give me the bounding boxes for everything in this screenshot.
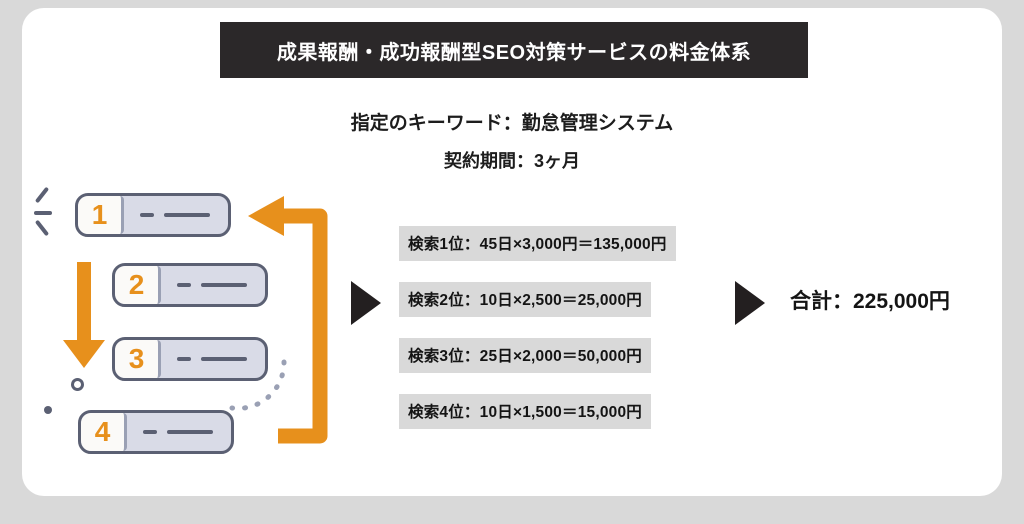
arrow-to-total-icon bbox=[735, 281, 765, 325]
dash-long-icon bbox=[201, 283, 247, 287]
bullet-circle-hollow-icon bbox=[71, 378, 84, 391]
down-arrow-icon bbox=[63, 262, 105, 368]
dash-short-icon bbox=[143, 430, 157, 434]
rank-bar-1: 1 bbox=[75, 193, 231, 237]
pricing-row-4: 検索4位：10日×1,500＝15,000円 bbox=[399, 394, 652, 429]
ranking-illustration: 1 2 3 4 bbox=[30, 180, 350, 460]
dash-short-icon bbox=[140, 213, 154, 217]
dash-long-icon bbox=[201, 357, 247, 361]
pricing-row-3: 検索3位：25日×2,000＝50,000円 bbox=[399, 338, 652, 373]
rank-content-lines-1 bbox=[124, 196, 228, 234]
arrow-to-pricing-icon bbox=[351, 281, 381, 325]
pricing-row-2: 検索2位：10日×2,500＝25,000円 bbox=[399, 282, 652, 317]
bullet-circle-solid-icon bbox=[44, 406, 52, 414]
rank-content-lines-3 bbox=[161, 340, 265, 378]
pricing-row-1: 検索1位：45日×3,000円＝135,000円 bbox=[399, 226, 676, 261]
contract-period-line: 契約期間：3ヶ月 bbox=[443, 151, 580, 171]
dotted-arc-icon bbox=[229, 359, 287, 411]
rank-number-1: 1 bbox=[78, 196, 124, 234]
keyword-line: 指定のキーワード：勤怠管理システム bbox=[350, 113, 674, 134]
loop-arrow-icon bbox=[248, 196, 328, 444]
dash-long-icon bbox=[167, 430, 213, 434]
page-title: 成果報酬・成功報酬型SEO対策サービスの料金体系 bbox=[276, 41, 752, 64]
rank-content-lines-4 bbox=[127, 413, 231, 451]
rank-bar-4: 4 bbox=[78, 410, 234, 454]
sparkle-diagonal-bottom-icon bbox=[34, 219, 50, 237]
rank-number-2: 2 bbox=[115, 266, 161, 304]
rank-number-4: 4 bbox=[81, 413, 127, 451]
rank-bar-3: 3 bbox=[112, 337, 268, 381]
total-amount: 合計：225,000円 bbox=[790, 290, 950, 313]
dash-short-icon bbox=[177, 357, 191, 361]
sparkle-horizontal-icon bbox=[34, 211, 52, 215]
rank-number-3: 3 bbox=[115, 340, 161, 378]
dash-short-icon bbox=[177, 283, 191, 287]
dash-long-icon bbox=[164, 213, 210, 217]
title-bar: 成果報酬・成功報酬型SEO対策サービスの料金体系 bbox=[220, 22, 808, 78]
rank-bar-2: 2 bbox=[112, 263, 268, 307]
sparkle-diagonal-top-icon bbox=[34, 186, 50, 204]
rank-content-lines-2 bbox=[161, 266, 265, 304]
